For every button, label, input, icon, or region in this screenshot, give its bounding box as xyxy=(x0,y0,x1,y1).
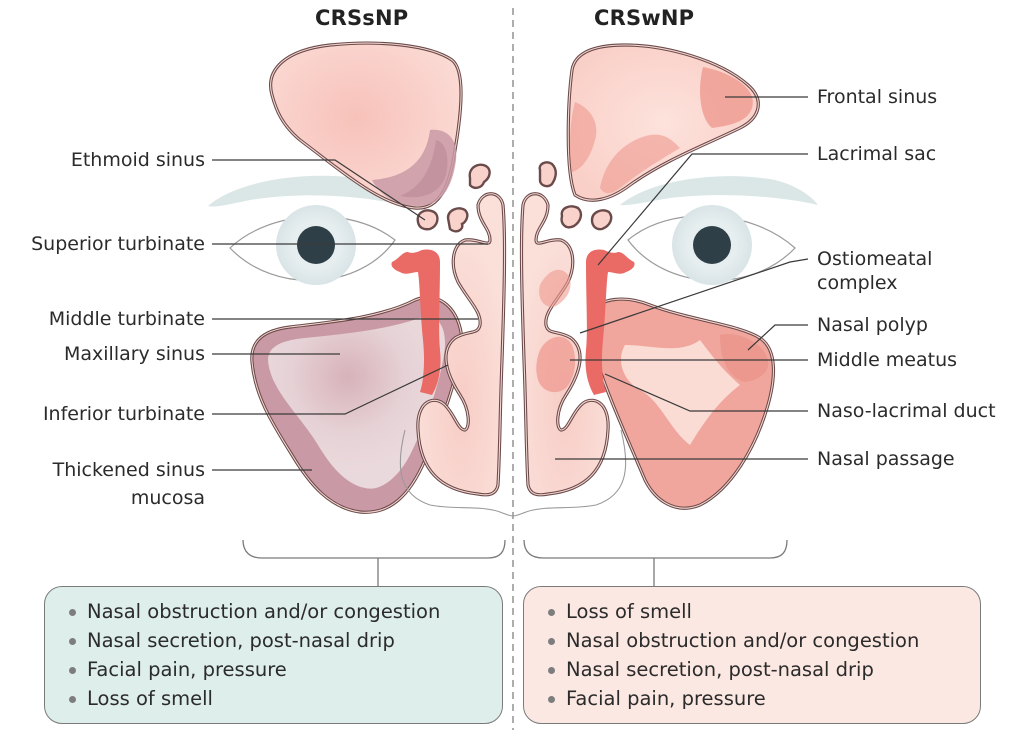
label-thickened-line1: Thickened sinus xyxy=(52,459,205,481)
symptom-item: Facial pain, pressure xyxy=(45,655,502,684)
label-frontal-sinus: Frontal sinus xyxy=(817,86,938,108)
right-nasal-septum-turbinates xyxy=(519,192,610,497)
label-thickened-line2: mucosa xyxy=(130,487,205,509)
left-nasolacrimal-duct xyxy=(391,249,441,395)
symptom-item: Loss of smell xyxy=(45,684,502,713)
label-nasal-polyp: Nasal polyp xyxy=(817,314,928,336)
leader-ostiomeatal xyxy=(579,258,809,334)
label-thickened-sinus-mucosa: Thickened sinus mucosa xyxy=(53,459,205,509)
leader-lacrimal-sac xyxy=(597,153,808,266)
label-ostiomeatal-line2: complex xyxy=(817,272,898,294)
label-ethmoid-sinus: Ethmoid sinus xyxy=(70,149,205,171)
leader-lines xyxy=(212,96,809,471)
left-nose-outline xyxy=(399,429,514,517)
right-nose-outline xyxy=(512,429,627,517)
label-nasal-passage: Nasal passage xyxy=(817,448,955,470)
right-nasolacrimal-duct xyxy=(585,249,635,395)
leader-nasolacrimal-duct xyxy=(604,373,808,412)
left-brace xyxy=(242,539,506,559)
symptom-item: Facial pain, pressure xyxy=(524,684,980,713)
label-nasolacrimal-duct: Naso-lacrimal duct xyxy=(817,400,996,422)
label-maxillary-sinus: Maxillary sinus xyxy=(63,343,205,365)
symptom-item: Nasal secretion, post-nasal drip xyxy=(524,655,980,684)
label-superior-turbinate: Superior turbinate xyxy=(31,233,205,255)
right-maxillary-sinus xyxy=(589,297,776,510)
left-maxillary-sinus xyxy=(250,295,464,514)
label-middle-turbinate: Middle turbinate xyxy=(48,308,205,330)
leader-inferior-turbinate xyxy=(212,364,449,415)
right-brace xyxy=(523,539,788,559)
label-lacrimal-sac: Lacrimal sac xyxy=(817,143,937,165)
left-eye xyxy=(229,205,396,285)
crswnp-symptom-list: Loss of smell Nasal obstruction and/or c… xyxy=(524,587,980,713)
right-eye xyxy=(627,205,796,285)
left-frontal-sinus xyxy=(269,41,463,210)
left-nasal-septum-turbinates xyxy=(416,192,507,497)
symptom-item: Nasal secretion, post-nasal drip xyxy=(45,626,502,655)
right-eyebrow xyxy=(620,176,818,206)
crssnp-symptom-box: Nasal obstruction and/or congestion Nasa… xyxy=(44,586,503,724)
right-nasal-polyp-mass xyxy=(536,336,576,393)
label-ostiomeatal-line1: Ostiomeatal xyxy=(817,248,933,270)
left-eyebrow xyxy=(208,175,402,207)
crssnp-symptom-list: Nasal obstruction and/or congestion Nasa… xyxy=(45,587,502,713)
right-ethmoid-cells xyxy=(538,161,613,231)
crswnp-symptom-box: Loss of smell Nasal obstruction and/or c… xyxy=(523,586,981,724)
right-frontal-sinus xyxy=(566,43,760,202)
label-inferior-turbinate: Inferior turbinate xyxy=(42,403,205,425)
title-crswnp: CRSwNP xyxy=(594,6,695,30)
leader-ethmoid xyxy=(212,159,426,221)
title-crssnp: CRSsNP xyxy=(315,6,409,30)
leader-nasal-polyp xyxy=(747,324,808,351)
left-ethmoid-cells xyxy=(416,163,491,233)
label-ostiomeatal-complex: Ostiomeatal complex xyxy=(817,248,932,294)
symptom-item: Nasal obstruction and/or congestion xyxy=(45,597,502,626)
label-middle-meatus: Middle meatus xyxy=(817,349,958,371)
symptom-item: Nasal obstruction and/or congestion xyxy=(524,626,980,655)
symptom-item: Loss of smell xyxy=(524,597,980,626)
